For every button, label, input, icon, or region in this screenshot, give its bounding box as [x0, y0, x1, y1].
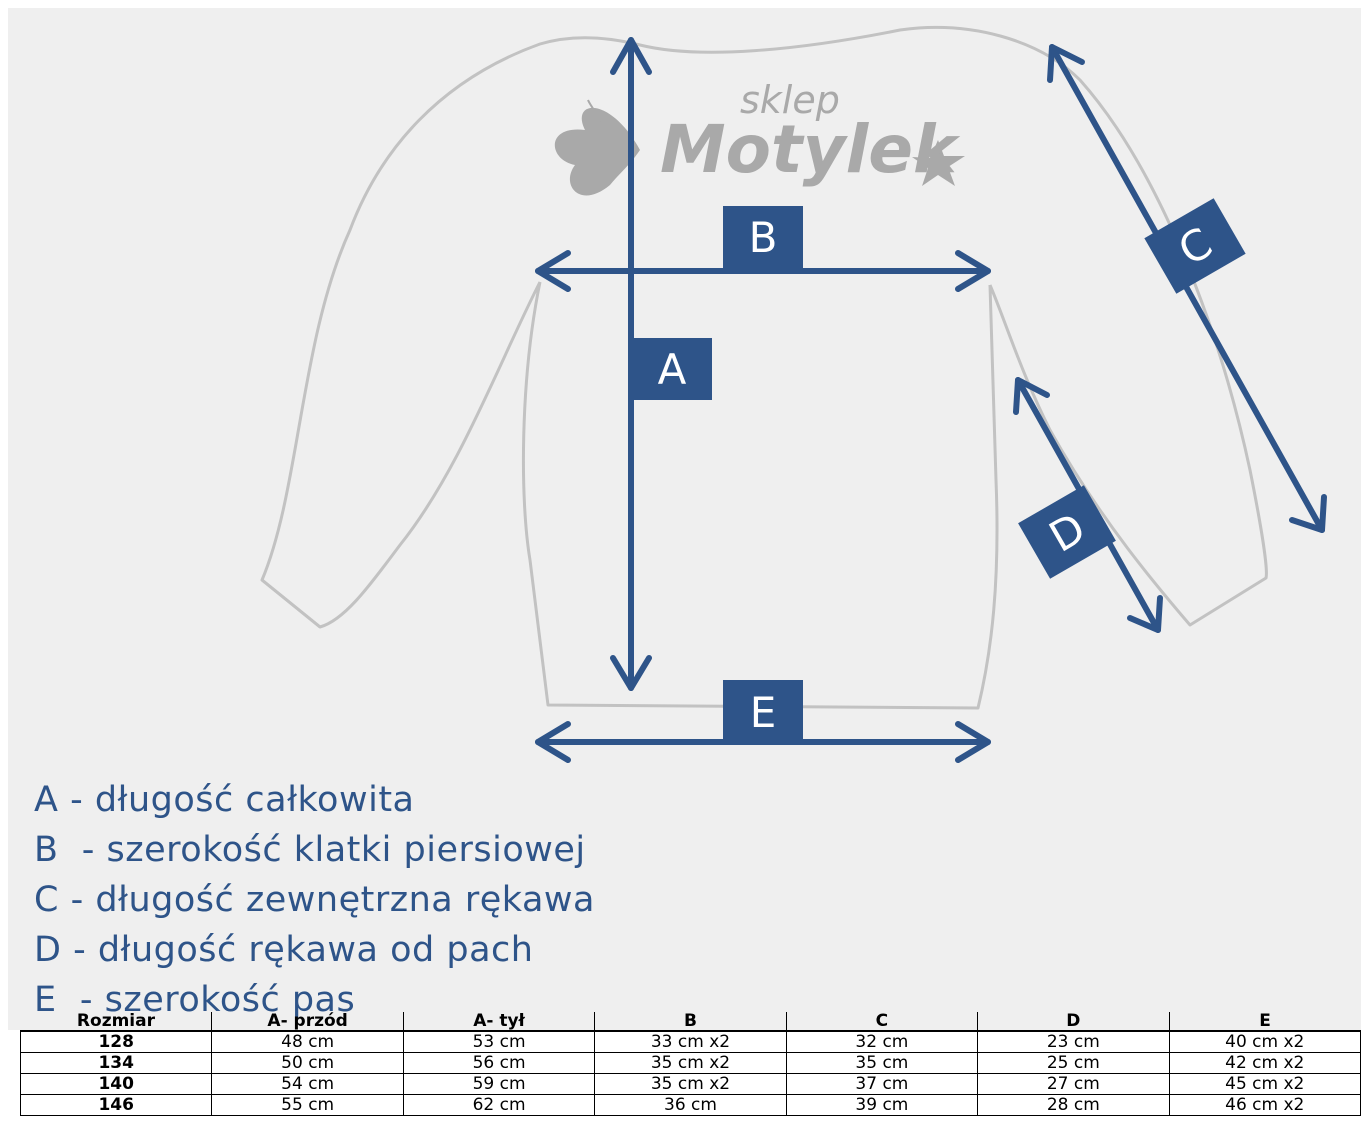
table-cell: 32 cm [785, 1030, 979, 1053]
watermark-sklep: sklep [740, 78, 840, 122]
arrow-c [1047, 44, 1327, 533]
legend: A - długość całkowita B - szerokość klat… [34, 775, 595, 1025]
size-cell: 128 [19, 1030, 213, 1053]
left-cuff-outline [261, 578, 321, 629]
table-cell: 37 cm [785, 1073, 979, 1095]
table-cell: 33 cm x2 [594, 1030, 787, 1053]
table-cell: 25 cm [977, 1052, 1170, 1074]
table-cell: 35 cm x2 [594, 1073, 787, 1095]
column-header: B [594, 1012, 787, 1031]
legend-item-b: B - szerokość klatki piersiowej [34, 830, 586, 870]
size-cell: 140 [19, 1073, 213, 1095]
table-row: 134 50 cm 56 cm 35 cm x2 35 cm 25 cm 42 … [19, 1052, 1361, 1074]
table-cell: 35 cm [785, 1052, 979, 1074]
table-cell: 45 cm x2 [1168, 1073, 1361, 1095]
column-header: Rozmiar [76, 1011, 155, 1031]
table-cell: 55 cm [211, 1094, 404, 1116]
label-b: B [749, 213, 778, 262]
arrow-a [610, 37, 652, 691]
measurement-diagram: sklep Motylek [8, 8, 1361, 1030]
column-header: C [785, 1012, 978, 1031]
label-box-a [632, 338, 712, 400]
table-cell: 50 cm [211, 1052, 404, 1074]
label-box-e [723, 680, 803, 742]
table-header-row: Rozmiar A- przód A- tył B C D E [21, 1012, 1361, 1031]
butterfly-logo-icon [554, 99, 640, 196]
table-cell: 36 cm [594, 1094, 787, 1116]
column-header: A- tył [402, 1012, 595, 1031]
star-logo-icon [912, 140, 965, 186]
table-cell: 48 cm [211, 1030, 404, 1053]
table-cell: 56 cm [402, 1052, 596, 1074]
size-table: Rozmiar A- przód A- tył B C D E 128 48 c… [19, 1012, 1361, 1116]
table-row: 146 55 cm 62 cm 36 cm 39 cm 28 cm 46 cm … [19, 1094, 1361, 1116]
column-header: A- przód [211, 1012, 404, 1031]
table-row: 140 54 cm 59 cm 35 cm x2 37 cm 27 cm 45 … [19, 1073, 1361, 1095]
table-cell: 46 cm x2 [1168, 1094, 1361, 1116]
size-cell: 134 [19, 1052, 213, 1074]
legend-item-d: D - długość rękawa od pach [34, 930, 534, 970]
legend-item-c: C - długość zewnętrzna rękawa [34, 880, 595, 920]
arrow-b [535, 250, 991, 292]
table-cell: 59 cm [402, 1073, 596, 1095]
column-header: D [977, 1012, 1170, 1031]
table-cell: 27 cm [977, 1073, 1170, 1095]
label-e: E [750, 688, 777, 737]
watermark-motylek: Motylek [660, 111, 961, 188]
legend-item-a: A - długość całkowita [34, 780, 415, 820]
label-a: A [658, 345, 687, 394]
table-cell: 53 cm [402, 1030, 596, 1053]
table-cell: 54 cm [211, 1073, 404, 1095]
column-header: E [1168, 1012, 1361, 1031]
table-cell: 39 cm [785, 1094, 979, 1116]
label-box-b [723, 206, 803, 268]
table-row: 128 48 cm 53 cm 33 cm x2 32 cm 23 cm 40 … [19, 1030, 1361, 1053]
label-box-c [1144, 198, 1246, 294]
table-cell: 62 cm [402, 1094, 596, 1116]
label-box-d [1018, 485, 1116, 579]
sweater-diagram-svg: sklep Motylek [260, 26, 1327, 763]
table-cell: 40 cm x2 [1168, 1030, 1361, 1053]
table-cell: 42 cm x2 [1168, 1052, 1361, 1074]
size-cell: 146 [19, 1094, 213, 1116]
table-cell: 23 cm [977, 1030, 1170, 1053]
table-cell: 35 cm x2 [594, 1052, 787, 1074]
table-cell: 28 cm [977, 1094, 1170, 1116]
